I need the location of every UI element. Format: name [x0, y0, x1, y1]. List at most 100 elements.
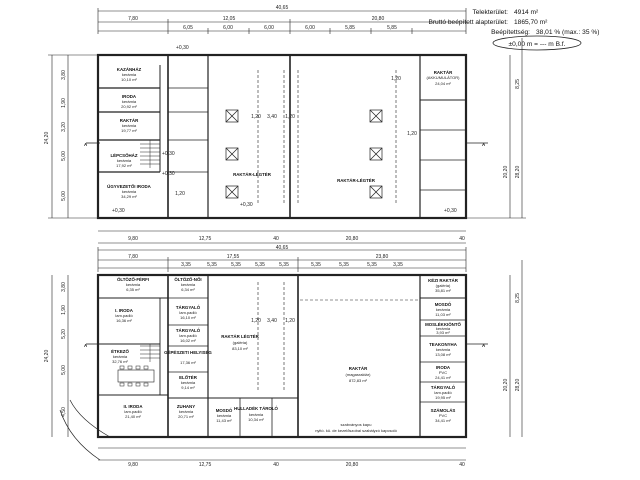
left-dim-1: 3,80	[61, 70, 67, 80]
bottom-dim-4: 20,80	[346, 462, 359, 468]
level-mark-3: +0,30	[112, 208, 125, 214]
room-name: SZÁMOLÁS	[431, 408, 456, 413]
ground-floor-plan	[48, 8, 526, 244]
upper-floor-rooms: ÖLTÖZŐ-FÉRFI kerámia 6,35 m² ÖLTÖZŐ-NŐI …	[111, 277, 461, 433]
top-dim-r2-6: 5,85	[387, 25, 397, 31]
section-a-left: A	[84, 142, 88, 147]
left-dim-3: 5,20	[61, 329, 67, 339]
left-dim-4: 5,00	[61, 365, 67, 375]
room-name: ÜGYVEZETŐI IRODA	[107, 184, 151, 189]
room-name: IRODA	[436, 365, 451, 370]
inner-dim-1: 1,20	[251, 318, 261, 324]
inner-dim-1: 1,20	[251, 114, 261, 120]
left-dim-2: 1,90	[61, 305, 67, 315]
room-name: TÁRGYALÓ	[176, 328, 201, 333]
top-dim-1: 7,80	[128, 16, 138, 22]
level-mark-5: +0,30	[444, 208, 457, 214]
bottom-dim-2: 12,75	[199, 236, 212, 242]
room-area: 16,10 m²	[180, 315, 196, 320]
top-dim-r2-6: 5,35	[311, 262, 321, 268]
bottom-dim-1: 9,80	[128, 236, 138, 242]
ground-floor-rooms: KAZÁNHÁZ kerámia 10,10 m² IRODA kerámia …	[107, 67, 460, 199]
room-area: 24,04 m²	[435, 81, 451, 86]
room-sub: kerámia	[122, 99, 137, 104]
room-area: 10,10 m²	[121, 77, 137, 82]
room-area: 16,36 m²	[116, 318, 132, 323]
room-name: I. IRODA	[115, 308, 134, 313]
room-sub: PVC	[439, 370, 447, 375]
room-name: II. IRODA	[123, 404, 143, 409]
level-mark-2: +0,30	[162, 151, 175, 157]
room-name: RAKTÁR LÉGTÉR	[221, 334, 259, 339]
room-sub: lam.padló	[179, 333, 197, 338]
top-dim-r2-1: 3,35	[181, 262, 191, 268]
room-area: 6,34 m²	[181, 287, 195, 292]
top-dim-2: 12,05	[223, 16, 236, 22]
bottom-note: nyitó. kü. de kezelőszobai szabályzó kap…	[315, 428, 397, 433]
room-area: 34,29 m²	[121, 194, 137, 199]
room-sub: kerámia	[436, 307, 451, 312]
left-outer-dim: 24,20	[44, 350, 50, 363]
floor-area-note: szabványos kapu	[341, 422, 372, 427]
inner-dim-5: 1,20	[407, 131, 417, 137]
top-total-dim: 40,65	[276, 5, 289, 11]
zero-level-ellipse	[492, 35, 582, 51]
top-dim-r2-9: 3,35	[393, 262, 403, 268]
room-name: ÖLTÖZŐ-NŐI	[174, 277, 201, 282]
level-mark-1: +0,30	[176, 45, 189, 51]
bottom-dim-2: 12,75	[199, 462, 212, 468]
bottom-dim-1: 9,80	[128, 462, 138, 468]
room-sub: PVC	[439, 413, 447, 418]
room-name: RAKTÁR	[120, 118, 139, 123]
room-name: TEAKONYHA	[429, 342, 458, 347]
inner-dim-3: 1,20	[285, 114, 295, 120]
top-dim-r2-3: 6,00	[264, 25, 274, 31]
top-dim-r2-1: 6,05	[183, 25, 193, 31]
beepitettseg-label: Beépítettség:	[491, 29, 530, 36]
room-area: 13,08 m²	[435, 352, 451, 357]
room-area: 21,40 m²	[125, 414, 141, 419]
room-name: MOSDÓ	[435, 302, 452, 307]
room-area: 20,71 m²	[178, 414, 194, 419]
room-sub: kerámia	[113, 354, 128, 359]
room-area: 19,77 m²	[121, 128, 137, 133]
left-dim-5: 5,00	[61, 191, 67, 201]
room-area: 10,34 m²	[248, 417, 264, 422]
zero-level-text: ±0,00 m = --- m B.f.	[509, 41, 566, 48]
room-sub: kerámia	[122, 189, 137, 194]
inner-dim-2: 3,40	[267, 114, 277, 120]
room-area: 16,02 m²	[180, 338, 196, 343]
room-sub: kerámia	[117, 158, 132, 163]
left-dim-3: 3,20	[61, 122, 67, 132]
bottom-dim-5: 40	[459, 236, 465, 242]
bottom-dim-3: 40	[273, 236, 279, 242]
bottom-dim-5: 40	[459, 462, 465, 468]
top-dim-r2-7: 5,35	[339, 262, 349, 268]
ground-floor-dimensions: 40,65 7,80 12,05 20,80 6,05 6,00 6,00 6,…	[44, 5, 521, 242]
room-sub: kerámia	[122, 72, 137, 77]
room-area: 35,81 m²	[435, 288, 451, 293]
inner-dim-3: 1,20	[285, 318, 295, 324]
left-dim-5: 4,50	[61, 407, 67, 417]
right-dim-3: 28,20	[515, 166, 521, 179]
left-dim-2: 1,90	[61, 98, 67, 108]
beepitettseg-value: 38,01 % (max.: 35 %)	[536, 29, 599, 36]
room-name: LÉPCSŐHÁZ	[110, 153, 137, 158]
room-area: 19,95 m²	[435, 395, 451, 400]
room-sub: kerámia	[179, 409, 194, 414]
top-dim-r2-2: 6,00	[223, 25, 233, 31]
brutto-label: Bruttó beépített alapterület:	[428, 19, 508, 26]
room-name: RAKTÁR	[434, 70, 453, 75]
section-a-right: A	[482, 343, 486, 348]
room-area: 9,14 m²	[181, 385, 195, 390]
upper-floor-plan	[51, 247, 523, 461]
room-name: TÁRGYALÓ	[176, 305, 201, 310]
top-dim-r2-5: 5,35	[279, 262, 289, 268]
telekterulet-label: Telekterület:	[472, 9, 508, 16]
left-dim-4: 5,00	[61, 151, 67, 161]
right-dim-1: 8,25	[515, 79, 521, 89]
room-name: RAKTÁR	[349, 366, 368, 371]
site-info-block: Telekterület: 4914 m² Bruttó beépített a…	[428, 9, 599, 51]
room-area: 32,76 m²	[112, 359, 128, 364]
top-dim-r2-2: 5,35	[207, 262, 217, 268]
